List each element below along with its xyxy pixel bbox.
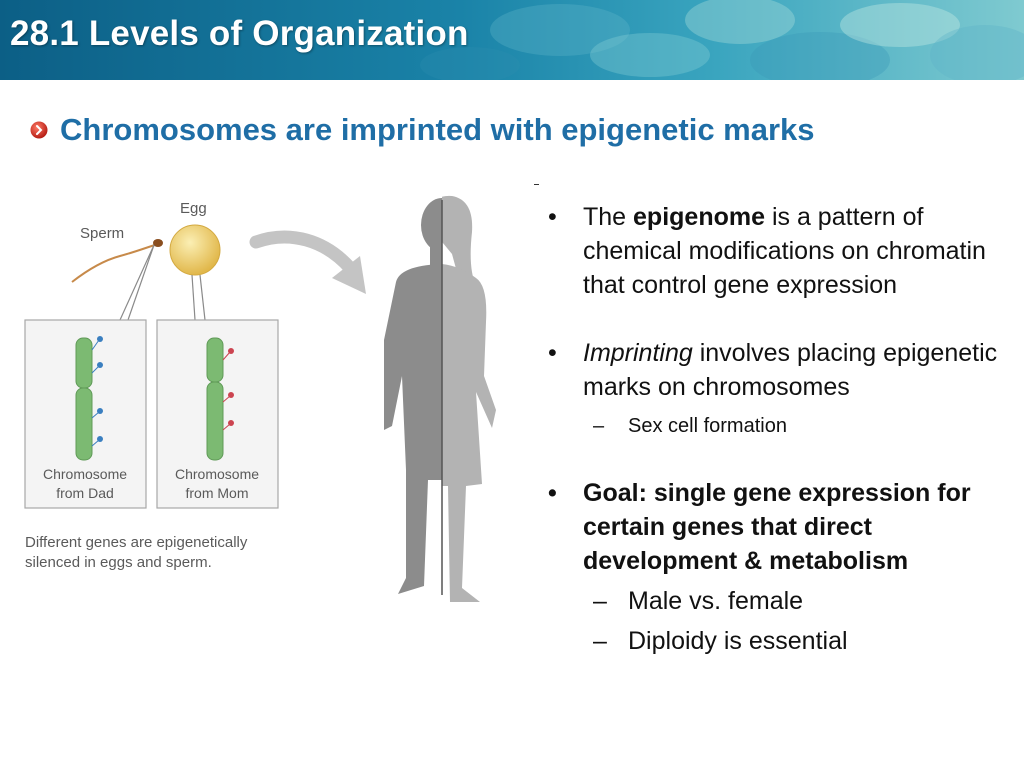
- header-banner: 28.1 Levels of Organization: [0, 0, 1024, 80]
- term-imprinting: Imprinting: [583, 339, 693, 367]
- dad-chromosome-panel: Chromosome from Dad: [24, 319, 147, 509]
- sperm-cell-icon: [71, 239, 163, 283]
- sub-bullet-sex-cell-formation: – Sex cell formation: [540, 412, 1010, 440]
- egg-connector-line: [199, 274, 206, 321]
- dad-label-line2: from Dad: [56, 485, 114, 501]
- dad-label-line1: Chromosome: [43, 466, 127, 482]
- mom-label-line2: from Mom: [186, 485, 249, 501]
- dad-epigenetic-mark: [91, 336, 103, 447]
- curved-arrow-icon: [249, 230, 366, 294]
- bullet-marker: •: [548, 339, 557, 367]
- term-epigenome: epigenome: [633, 203, 766, 231]
- mom-epigenetic-mark: [222, 348, 234, 431]
- egg-cell-icon: [169, 224, 221, 276]
- figure-caption-line2: silenced in eggs and sperm.: [25, 554, 212, 571]
- sperm-label: Sperm: [80, 225, 124, 242]
- bullet-list: • The epigenome is a pattern of chemical…: [540, 200, 1010, 658]
- red-circle-bullet-icon: [30, 121, 48, 139]
- figure-caption-line1: Different genes are epigenetically: [25, 534, 248, 551]
- bullet-marker: •: [548, 479, 557, 507]
- header-background-art: [420, 0, 1024, 80]
- stray-dash-mark: [534, 184, 539, 185]
- mom-chromosome-panel: Chromosome from Mom: [156, 319, 279, 509]
- bullet-marker: •: [548, 203, 557, 231]
- imprinting-illustration: Egg Sperm Chromosome from Dad Chro: [24, 195, 496, 602]
- dash-marker: –: [593, 627, 607, 655]
- dash-marker: –: [593, 587, 607, 615]
- mom-label-line1: Chromosome: [175, 466, 259, 482]
- bullet-epigenome: • The epigenome is a pattern of chemical…: [540, 200, 1010, 302]
- slide-section-title: 28.1 Levels of Organization: [10, 14, 469, 53]
- human-silhouette-icon: [384, 195, 496, 602]
- sperm-connector-line: [127, 244, 155, 321]
- egg-label: Egg: [180, 200, 207, 217]
- bullet-goal: • Goal: single gene expression for certa…: [540, 476, 1010, 578]
- slide-subtitle: Chromosomes are imprinted with epigeneti…: [60, 112, 815, 147]
- sub-bullet-diploidy: – Diploidy is essential: [540, 624, 1010, 658]
- sub-bullet-male-vs-female: – Male vs. female: [540, 584, 1010, 618]
- subtitle-row: Chromosomes are imprinted with epigeneti…: [30, 112, 815, 148]
- bullet-imprinting: • Imprinting involves placing epigenetic…: [540, 336, 1010, 404]
- dash-marker: –: [593, 415, 605, 437]
